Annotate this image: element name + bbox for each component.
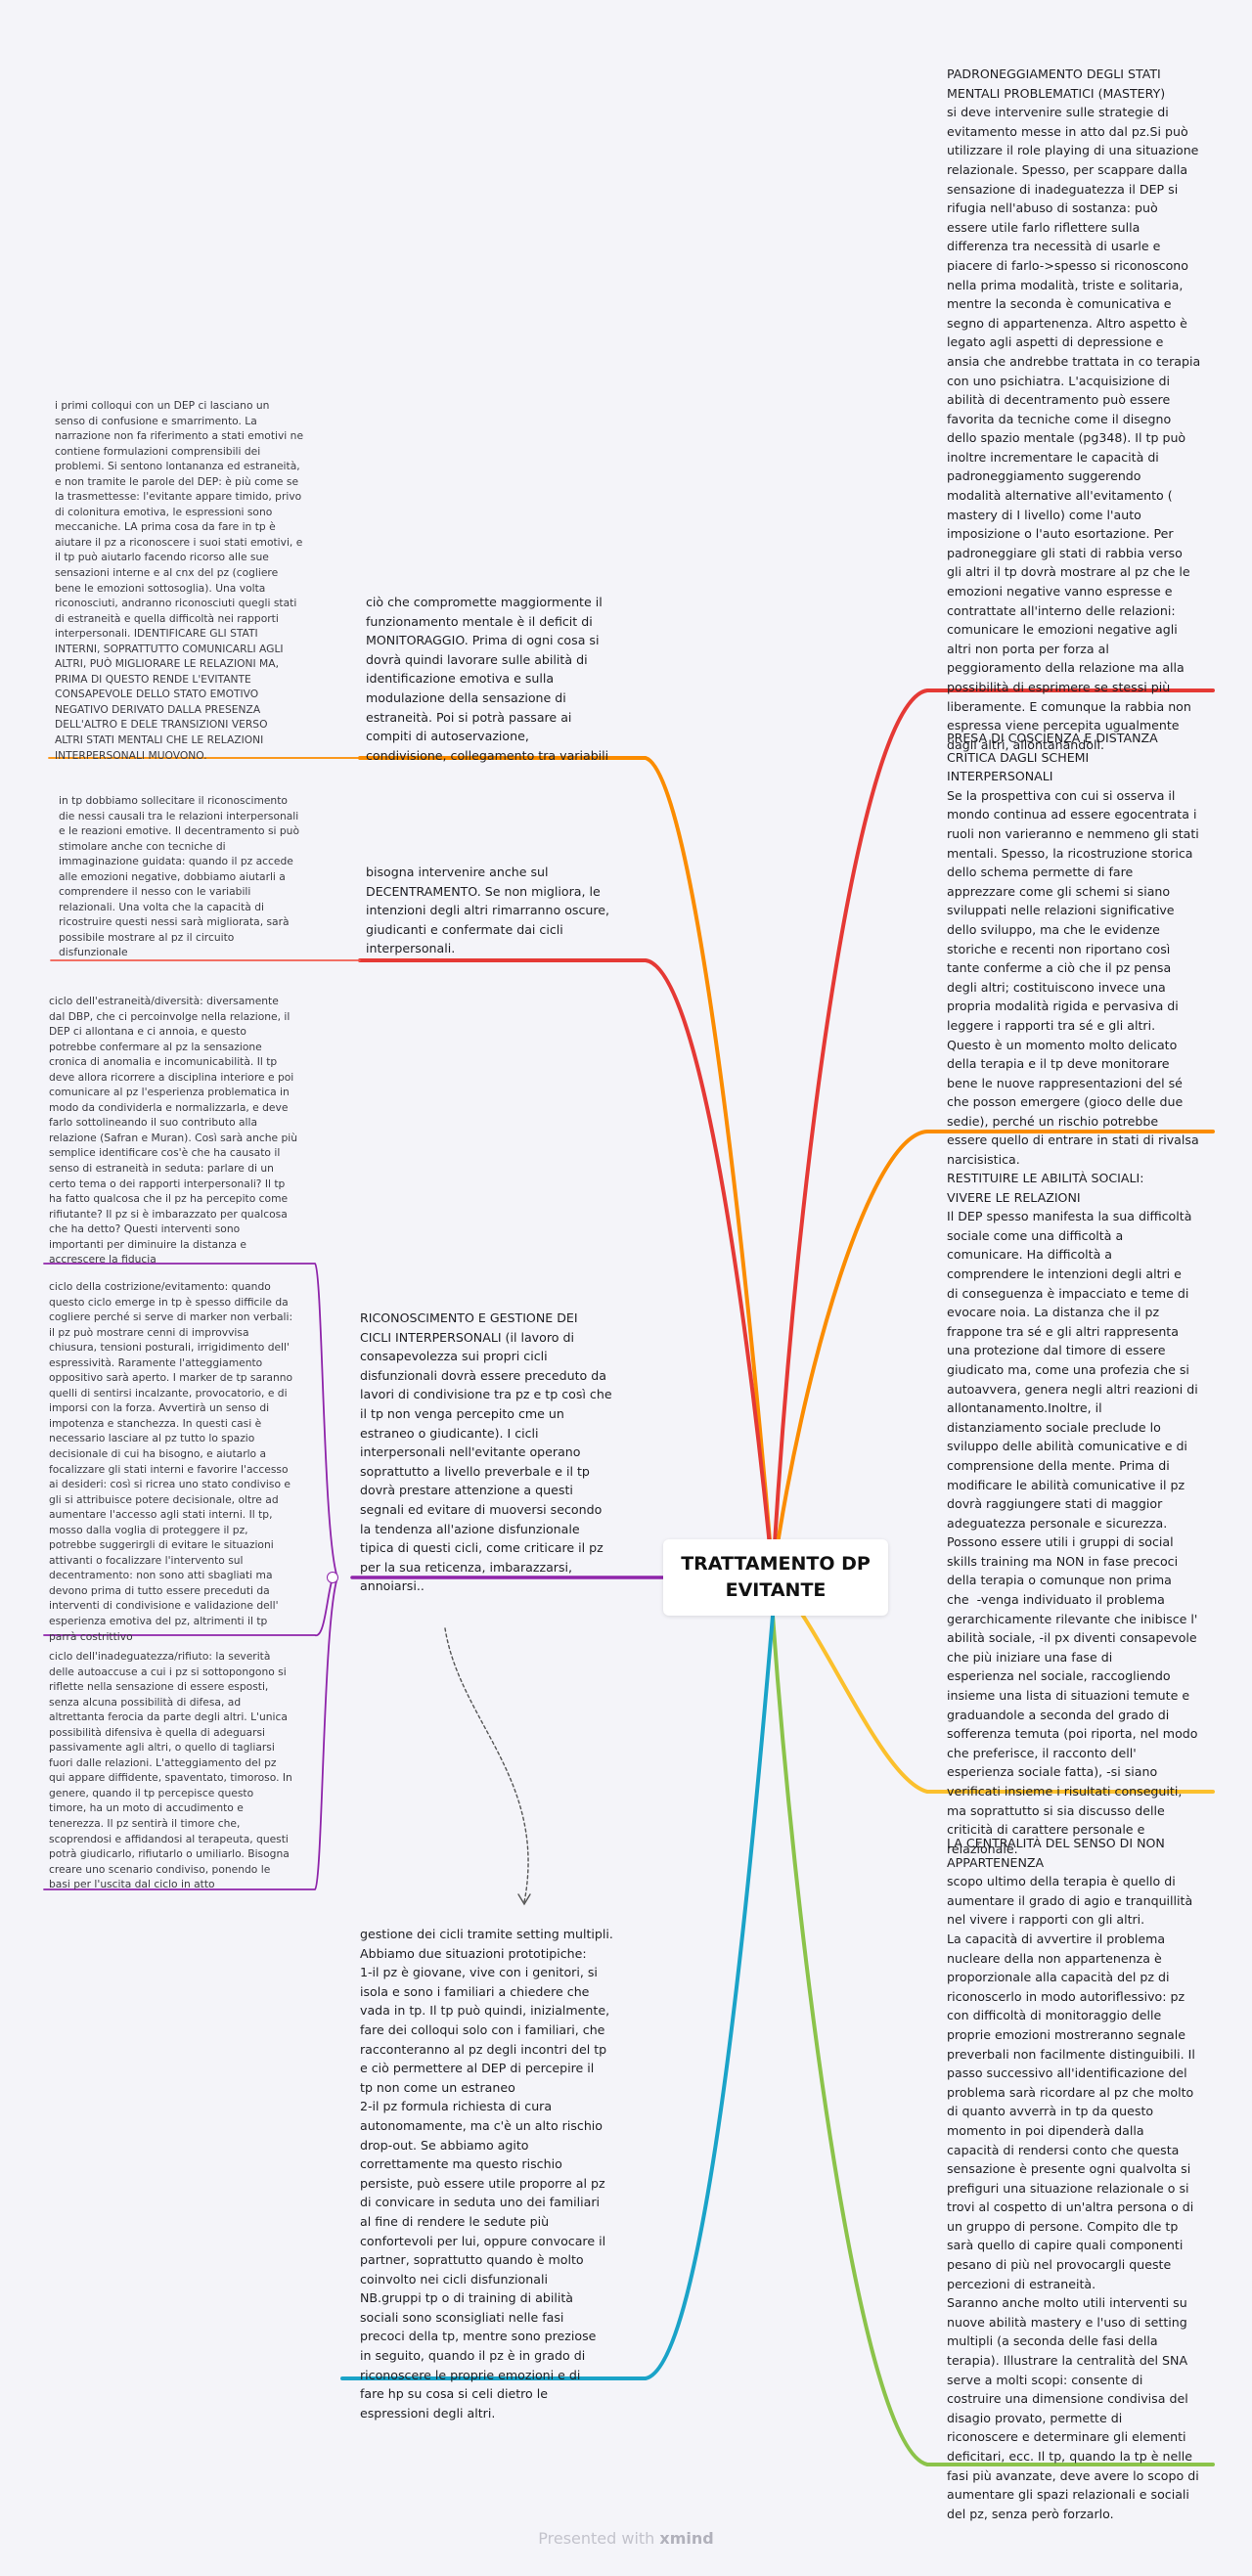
topic-padroneggiamento[interactable]: PADRONEGGIAMENTO DEGLI STATI MENTALI PRO…: [947, 67, 1201, 752]
subtopic-ciclo-costrizione[interactable]: ciclo della costrizione/evitamento: quan…: [49, 1280, 293, 1643]
topic-centralita[interactable]: LA CENTRALITÀ DEL SENSO DI NON APPARTENE…: [947, 1836, 1199, 2521]
branch-line-monitoraggio: [358, 756, 775, 1578]
relationship-arrow: [444, 1627, 529, 1903]
subtopic-ciclo-estraneita[interactable]: ciclo dell'estraneità/diversità: diversa…: [49, 995, 298, 1266]
footer-prefix: Presented with: [538, 2529, 655, 2548]
footer-branding: Presented with xmind: [0, 2529, 1252, 2548]
footer-brand: xmind: [659, 2529, 714, 2548]
subtopic-in-tp[interactable]: in tp dobbiamo sollecitare il riconoscim…: [59, 794, 299, 959]
topic-setting-multipli[interactable]: gestione dei cicli tramite setting multi…: [360, 1927, 613, 2421]
subtopic-primi-colloqui[interactable]: i primi colloqui con un DEP ci lasciano …: [55, 399, 304, 762]
collapse-toggle-icon[interactable]: [327, 1572, 338, 1583]
subtopic-ciclo-inadeguatezza[interactable]: ciclo dell'inadeguatezza/rifiuto: la sev…: [49, 1650, 292, 1891]
topic-decentramento[interactable]: bisogna intervenire anche sul DECENTRAME…: [366, 865, 610, 956]
topic-presa-coscienza[interactable]: PRESA DI COSCIENZA E DISTANZA CRITICA DA…: [947, 731, 1199, 1168]
branch-line-presa-coscienza: [771, 1130, 1215, 1578]
central-topic[interactable]: TRATTAMENTO DP EVITANTE: [663, 1539, 888, 1616]
branch-line-padroneggiamento: [771, 688, 1215, 1578]
central-topic-label: TRATTAMENTO DP EVITANTE: [681, 1553, 871, 1601]
topic-cicli-interpersonali[interactable]: RICONOSCIMENTO E GESTIONE DEI CICLI INTE…: [360, 1310, 612, 1594]
branch-line-centralita: [771, 1614, 1215, 2466]
connector-ciclo-estraneita: [43, 1263, 338, 1578]
relationship-arrowhead: [517, 1893, 531, 1906]
topic-monitoraggio[interactable]: ciò che compromette maggiormente il funz…: [366, 595, 609, 763]
topic-abilita-sociali[interactable]: RESTITUIRE LE ABILITÀ SOCIALI: VIVERE LE…: [947, 1171, 1198, 1856]
connector-ciclo-inadeguatezza: [43, 1577, 338, 1890]
branch-line-setting: [340, 1614, 775, 2380]
branch-line-decentramento: [358, 958, 775, 1578]
